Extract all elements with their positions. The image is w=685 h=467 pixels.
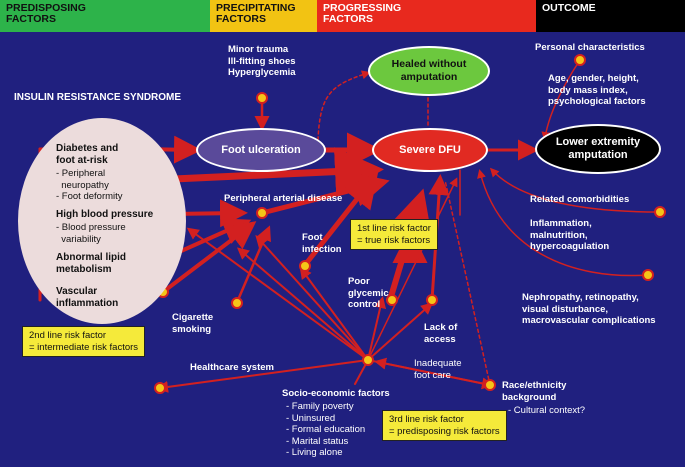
- arrow-race-to-dfu: [444, 179, 491, 386]
- related-comorbidities-title: Related comorbidities: [530, 194, 630, 205]
- predisposing-diabetes: Diabetes and foot at-risk: [56, 143, 119, 166]
- race-title: Race/ethnicity background: [502, 380, 567, 403]
- syndrome-title: INSULIN RESISTANCE SYNDROME: [14, 92, 182, 103]
- arrow-vascular-to-pad: [161, 221, 257, 294]
- node-healed: Healed without amputation: [368, 46, 490, 96]
- personal-characteristics-title: Personal characteristics: [535, 42, 645, 53]
- header-outcome: OUTCOME: [536, 0, 685, 32]
- dot-socio-hub: [362, 354, 374, 366]
- arrow-ulcer-to-healed: [317, 70, 371, 141]
- glycemic-label: Poor glycemic control: [348, 276, 389, 310]
- predisposing-ellipse: [18, 118, 186, 324]
- predisposing-hbp: High blood pressure: [56, 209, 154, 220]
- header-predisposing: PREDISPOSING FACTORS: [0, 0, 210, 32]
- dot-personal: [574, 54, 586, 66]
- pad-label: Peripheral arterial disease: [224, 193, 343, 204]
- diabetes-sub-1: - Peripheral neuropathy: [56, 168, 109, 191]
- hbp-sub-1: - Blood pressure variability: [56, 222, 126, 245]
- dot-smoking: [231, 297, 243, 309]
- dot-race: [484, 379, 496, 391]
- foot-care-label: Inadequate foot care: [414, 358, 462, 381]
- socio-item-3: - Formal education: [286, 424, 366, 435]
- header-precipitating: PRECIPITATING FACTORS: [210, 0, 317, 32]
- foot-infection-label: Foot infection: [302, 232, 342, 255]
- arrow-smoking-to-pad: [236, 225, 271, 302]
- dot-precipitating: [256, 92, 268, 104]
- comorbidities-detail-1: Inflammation, malnutrition, hypercoagula…: [530, 218, 610, 252]
- socio-item-1: - Family poverty: [286, 401, 354, 412]
- smoking-label: Cigarette smoking: [172, 312, 214, 335]
- node-foot-ulceration: Foot ulceration: [196, 128, 326, 172]
- dot-glycemic: [386, 294, 398, 306]
- predisposing-vascular: Vascular inflammation: [56, 286, 119, 309]
- node-severe-dfu: Severe DFU: [372, 128, 488, 172]
- note-first-line: 1st line risk factor = true risk factors: [350, 219, 438, 250]
- healthcare-system-label: Healthcare system: [190, 362, 274, 373]
- predisposing-lipid: Abnormal lipid metabolism: [56, 252, 126, 275]
- lack-of-access-label: Lack of access: [424, 322, 458, 345]
- dot-pad: [256, 207, 268, 219]
- dot-healthcare: [154, 382, 166, 394]
- node-amputation: Lower extremity amputation: [535, 124, 661, 174]
- dot-comorb1: [654, 206, 666, 218]
- dot-infection: [299, 260, 311, 272]
- dot-access: [426, 294, 438, 306]
- socio-item-2: - Uninsured: [286, 412, 336, 424]
- socio-economic-title: Socio-economic factors: [282, 388, 390, 399]
- comorbidities-detail-2: Nephropathy, retinopathy, visual disturb…: [522, 292, 656, 326]
- arrow-comorb-to-dfu: [489, 167, 661, 213]
- dot-comorb2: [642, 269, 654, 281]
- arrow-infection-to-dfu: [302, 172, 379, 268]
- socio-item-5: - Living alone: [286, 447, 343, 458]
- note-second-line: 2nd line risk factor = intermediate risk…: [22, 326, 146, 357]
- socio-item-4: - Marital status: [286, 435, 349, 447]
- note-third-line: 3rd line risk factor = predisposing risk…: [382, 410, 507, 441]
- precipitating-factors: Minor trauma Ill-fitting shoes Hyperglyc…: [228, 44, 296, 78]
- arrow-main-to-dfu: [148, 147, 384, 197]
- header-progressing: PROGRESSING FACTORS: [317, 0, 536, 32]
- spoke-to-healthcare: [156, 359, 369, 393]
- race-item-1: - Cultural context?: [508, 405, 586, 416]
- personal-characteristics-detail: Age, gender, height, body mass index, ps…: [548, 73, 646, 107]
- spoke-to-lipid: [236, 247, 369, 361]
- diabetes-sub-2: - Foot deformity: [56, 191, 123, 202]
